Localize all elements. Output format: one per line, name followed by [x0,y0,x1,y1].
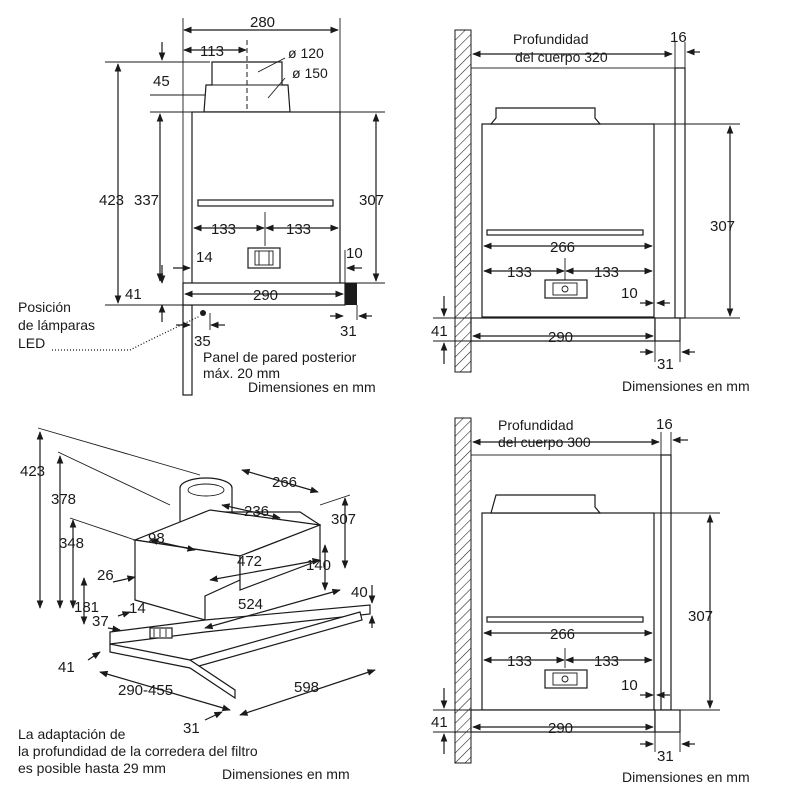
front-view: 280 113 ø 120 ø 150 45 423 337 307 133 1… [18,14,385,396]
dim-slide-width: 290 [548,329,573,346]
dim-offset: 10 [621,677,638,694]
dim-height-body: 307 [331,511,356,528]
dim-height: 307 [710,218,735,235]
dim-front-thickness: 16 [670,29,687,46]
dim-front-panel: 31 [657,356,674,373]
dim-slide-range: 290-455 [118,682,173,699]
dim-height-2: 378 [51,491,76,508]
filter-bar [486,616,644,623]
dim-width-total: 598 [294,679,319,696]
control-strip [149,627,173,639]
dim-height-body: 337 [134,192,159,209]
dim-depth-body: 472 [237,553,262,570]
collar-top [489,107,602,125]
dim-half-left: 133 [211,221,236,238]
led-label-line-1: Posición [18,299,71,315]
control-box [544,669,588,689]
dim-collar-offset: 98 [148,530,165,547]
label-diameter-120: ø 120 [288,45,324,61]
dim-slide-width: 290 [548,720,573,737]
front-panel [345,283,357,305]
dim-front-thickness: 16 [656,416,673,433]
rear-wall-panel [182,304,193,396]
dim-front-panel: 31 [183,720,200,737]
label-diameter-150: ø 150 [292,65,328,81]
note-line-2: la profundidad de la corredera del filtr… [18,743,258,759]
dim-slide-41: 41 [58,659,75,676]
note-line-1: La adaptación de [18,726,126,742]
depth-label-line-1: Profundidad [498,417,574,433]
filter-bar [486,229,644,236]
dim-half-left: 133 [507,653,532,670]
front-panel [654,317,681,342]
units-label-front: Dimensiones en mm [248,379,376,395]
slide-front [109,643,236,700]
dim-width-axis: 113 [200,43,224,60]
dim-inner-width: 266 [550,626,575,643]
note-line-3: es posible hasta 29 mm [18,760,166,776]
panel-note-line-2: máx. 20 mm [203,365,280,381]
led-label-line-3: LED [18,335,45,351]
dim-collar: 45 [153,73,170,90]
dim-width-top: 266 [272,474,297,491]
dim-offset-right: 10 [346,245,363,262]
dim-slide-height: 41 [431,714,448,731]
collar-top [490,494,602,514]
dim-slide-height: 41 [125,286,142,303]
dim-slide-height: 41 [431,323,448,340]
dim-front-panel: 31 [657,748,674,765]
dim-half-left: 133 [507,264,532,281]
dim-side-14: 14 [129,600,146,617]
panel-note-line-1: Panel de pared posterior [203,349,357,365]
dim-height: 307 [688,608,713,625]
dim-front-panel: 31 [340,323,357,340]
dim-side-37: 37 [92,613,109,630]
dim-offset-left: 14 [196,249,213,266]
dim-height-total: 423 [20,463,45,480]
side-view-top: Profundidad del cuerpo 320 16 307 266 13… [431,29,750,394]
dim-height-front: 140 [306,557,331,574]
dim-half-right: 133 [594,653,619,670]
dim-height-3: 348 [59,535,84,552]
dim-half-right: 133 [594,264,619,281]
dim-inner-width: 266 [550,239,575,256]
control-box [247,247,281,269]
front-board [660,454,672,711]
control-box [544,279,588,299]
dim-half-right: 133 [286,221,311,238]
dim-width-total: 280 [250,14,275,31]
dim-led-offset: 35 [194,333,211,350]
dim-height-side: 307 [359,192,384,209]
dim-depth-top: 236 [244,503,269,520]
dim-offset: 10 [621,285,638,302]
led-label-line-2: de lámparas [18,317,95,333]
units-label-iso: Dimensiones en mm [222,766,350,782]
filter-bar [197,199,334,207]
dim-height-total: 423 [99,192,124,209]
front-panel [654,709,681,733]
units-label-side-bottom: Dimensiones en mm [622,769,750,785]
isometric-view: 423 378 348 181 266 236 98 472 307 140 5… [18,427,376,782]
dim-height-4: 181 [74,599,99,616]
depth-label-line-2: del cuerpo 320 [515,49,608,65]
side-view-bottom: Profundidad del cuerpo 300 16 307 266 13… [431,416,750,785]
wall-hatch [454,417,472,764]
wall-hatch [454,29,472,373]
depth-label-line-1: Profundidad [513,31,589,47]
units-label-side-top: Dimensiones en mm [622,378,750,394]
dim-slide-h: 40 [351,584,368,601]
led-lamp [200,310,206,316]
dim-side-26: 26 [97,567,114,584]
front-board [674,67,686,319]
dim-slide-width: 290 [253,287,278,304]
dim-width-body: 524 [238,596,263,613]
